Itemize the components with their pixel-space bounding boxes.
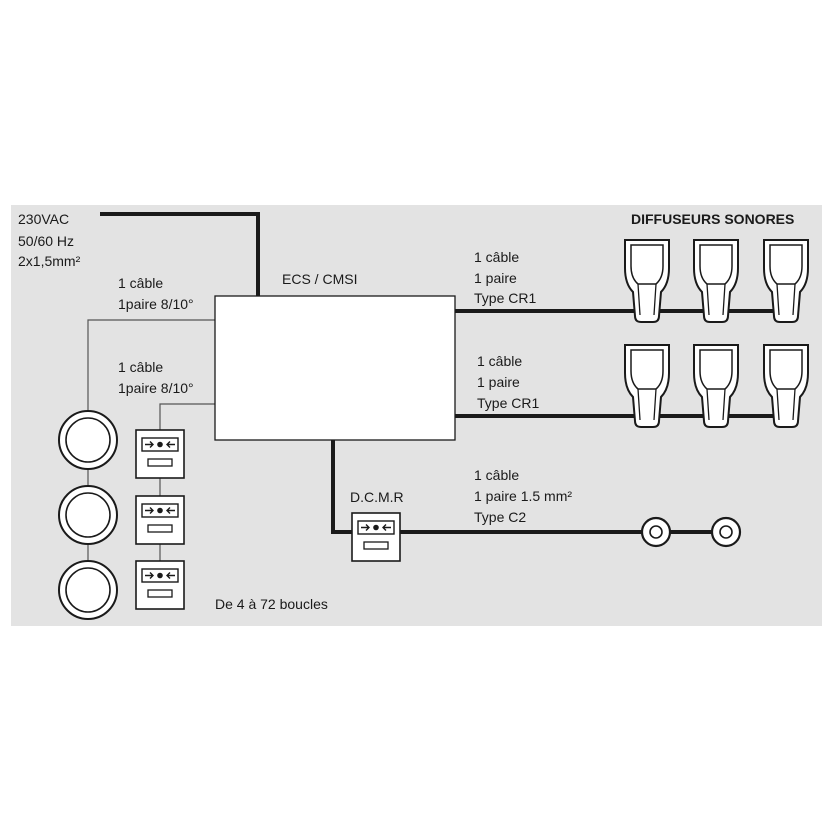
loops-note: De 4 à 72 boucles [215, 596, 328, 612]
dcmr-call-point-icon [351, 512, 401, 562]
dcmr-line [331, 440, 726, 534]
dcmr-label: D.C.M.R [350, 489, 404, 505]
dcmr-cable-line3: Type C2 [474, 509, 526, 525]
power-line [100, 212, 260, 296]
speaker1-cable-line1: 1 câble [474, 249, 519, 265]
callpoint-cable-line2: 1paire 8/10° [118, 380, 194, 396]
power-spec-line3: 2x1,5mm² [18, 253, 81, 269]
manual-call-point-icon [135, 560, 185, 610]
power-spec-line1: 230VAC [18, 211, 69, 227]
smoke-detector-icon [58, 485, 118, 545]
manual-call-point-icon [135, 495, 185, 545]
smoke-detector-icon [58, 560, 118, 620]
speaker2-cable-line3: Type CR1 [477, 395, 539, 411]
speaker1-cable-line3: Type CR1 [474, 290, 536, 306]
door-release-icon [710, 516, 742, 548]
detector-cable-line2: 1paire 8/10° [118, 296, 194, 312]
speakers-title: DIFFUSEURS SONORES [631, 211, 794, 227]
central-unit-label: ECS / CMSI [282, 271, 357, 287]
dcmr-cable-line1: 1 câble [474, 467, 519, 483]
callpoint-cable-line1: 1 câble [118, 359, 163, 375]
central-unit-box [214, 295, 456, 441]
dcmr-cable-line2: 1 paire 1.5 mm² [474, 488, 572, 504]
speaker2-cable-line2: 1 paire [477, 374, 520, 390]
smoke-detector-icon [58, 410, 118, 470]
speaker1-cable-line2: 1 paire [474, 270, 517, 286]
door-release-icon [640, 516, 672, 548]
manual-call-point-icon [135, 429, 185, 479]
power-spec-line2: 50/60 Hz [18, 233, 74, 249]
detector-cable-line1: 1 câble [118, 275, 163, 291]
speaker2-cable-line1: 1 câble [477, 353, 522, 369]
